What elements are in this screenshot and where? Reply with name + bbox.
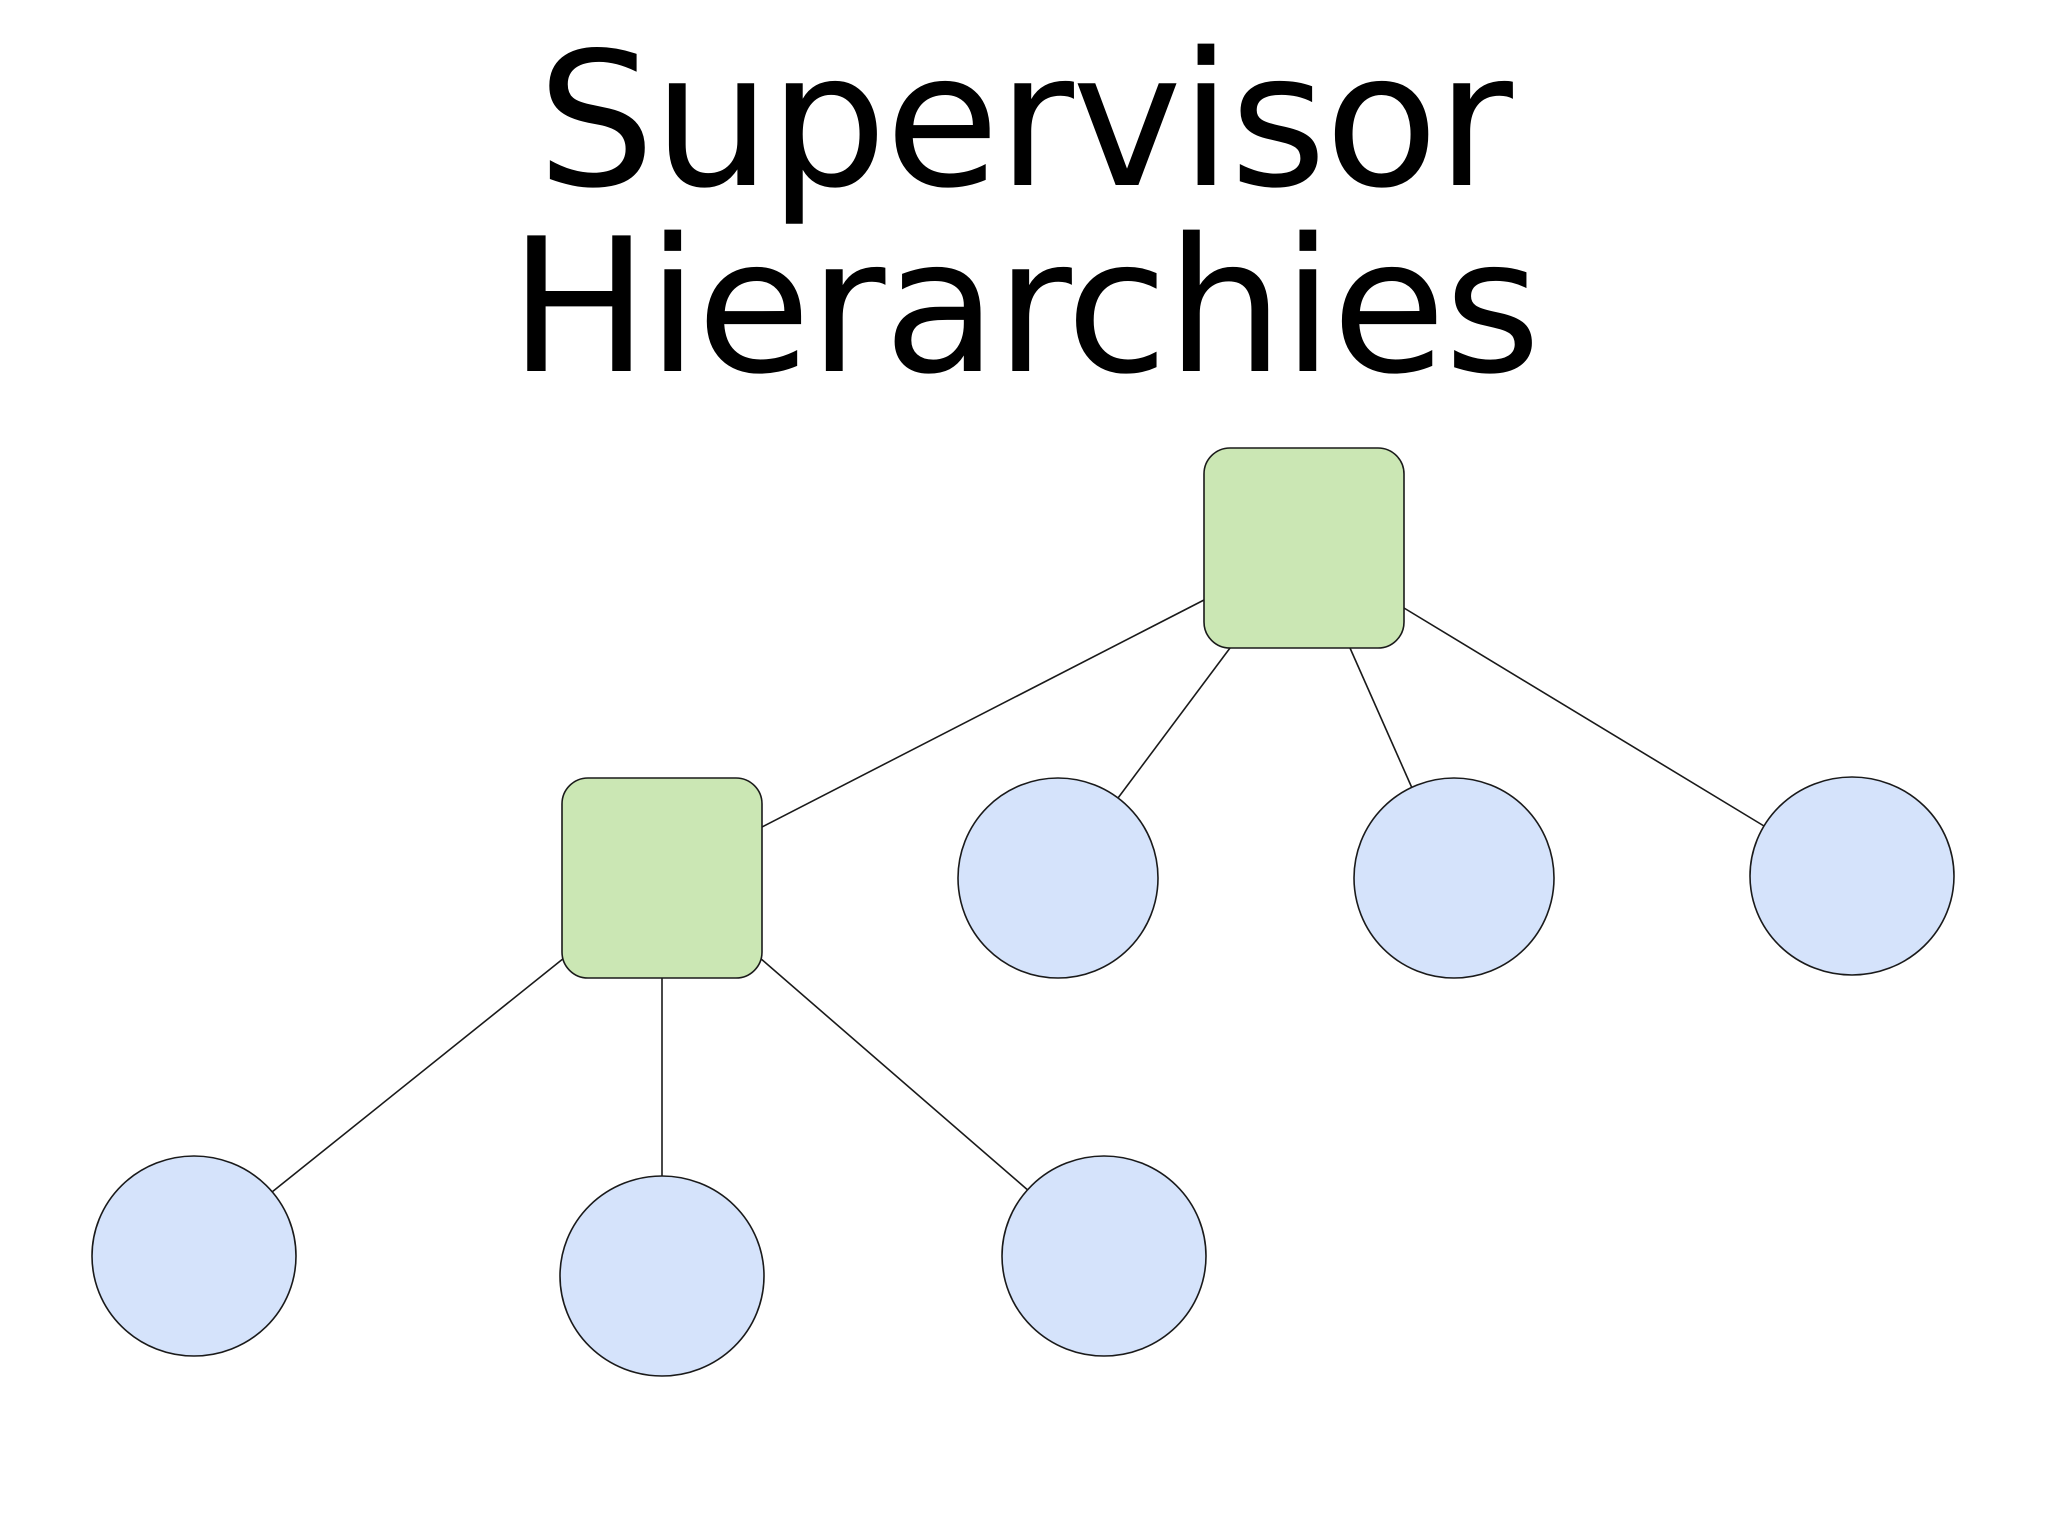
worker-node-6 [1001, 1155, 1207, 1357]
edge-root-to-child-supervisor [759, 599, 1205, 829]
worker-node-4 [91, 1155, 297, 1357]
edge-root-to-worker-1 [1117, 647, 1231, 799]
edge-child-to-worker-4 [271, 957, 565, 1193]
edge-root-to-worker-2 [1349, 647, 1413, 789]
edges [271, 599, 1765, 1193]
worker-node-3 [1749, 776, 1955, 976]
edge-root-to-worker-3 [1403, 607, 1765, 827]
edge-child-to-worker-6 [759, 957, 1031, 1193]
child-supervisor-node [561, 777, 763, 979]
worker-node-1 [957, 777, 1159, 979]
slide-title: Supervisor Hierarchies [509, 12, 1541, 415]
root-supervisor-node [1203, 447, 1405, 649]
worker-node-5 [559, 1175, 765, 1377]
worker-node-2 [1353, 777, 1555, 979]
